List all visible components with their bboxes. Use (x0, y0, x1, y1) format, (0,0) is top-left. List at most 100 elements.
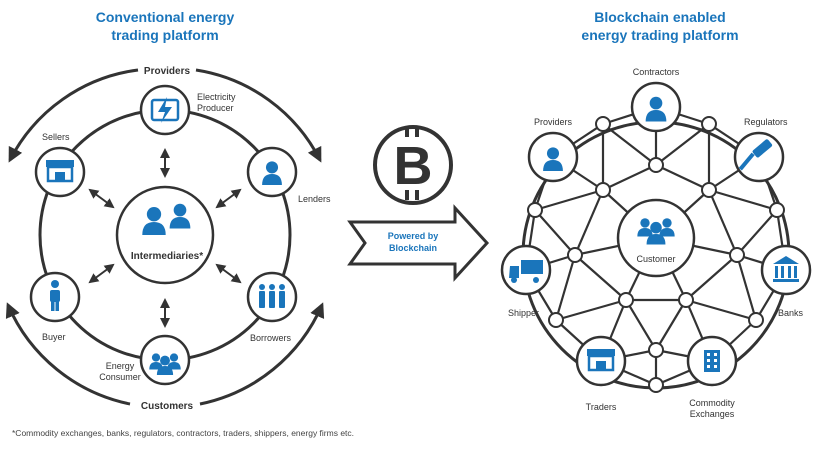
svg-text:B: B (394, 136, 433, 196)
traders-node: Traders (575, 335, 627, 412)
transition: B Powered by Blockchain (347, 125, 490, 282)
junction-node (769, 202, 785, 218)
gavel-icon (738, 139, 773, 171)
junction-node (648, 377, 664, 393)
junction-node (678, 292, 694, 308)
blockchain-title-line2: energy trading platform (581, 27, 739, 43)
arrow-buyer-center (88, 263, 115, 284)
buyer-person-icon (50, 280, 60, 311)
mesh-link (574, 254, 627, 301)
conventional-platform-title: Conventional energy trading platform (40, 8, 290, 44)
junction-node (595, 116, 611, 132)
mesh-link (534, 209, 576, 256)
lenders-node: Lenders (246, 146, 331, 204)
sellers-node: Sellers (34, 132, 86, 198)
energy-consumer-label-2: Consumer (99, 372, 141, 382)
conventional-title-line1: Conventional energy (95, 9, 235, 25)
electricity-producer-label-1: Electricity (197, 92, 236, 102)
mesh-link (602, 164, 657, 191)
junction-node (729, 247, 745, 263)
customer-node: Customer (616, 198, 696, 278)
mesh-link (555, 298, 627, 322)
contractors-node: Contractors (630, 67, 682, 133)
junction-node (567, 247, 583, 263)
customers-arc-right (199, 302, 325, 406)
mesh-link (655, 164, 710, 191)
mesh-link (602, 123, 657, 166)
mesh-link (655, 123, 710, 166)
junction-node (648, 342, 664, 358)
mesh-link (736, 209, 778, 256)
intermediaries-label: Intermediaries* (131, 251, 203, 262)
footnote: *Commodity exchanges, banks, regulators,… (12, 428, 355, 438)
junction-node (595, 182, 611, 198)
customers-label: Customers (141, 401, 194, 412)
providers-node: Providers (527, 117, 579, 183)
mesh-link (708, 188, 778, 212)
borrowers-label: Borrowers (250, 333, 292, 343)
blockchain-title-line1: Blockchain enabled (594, 9, 726, 25)
truck-icon (509, 260, 543, 283)
junction-node (618, 292, 634, 308)
customers-arc-left (5, 302, 131, 406)
junction-node (548, 312, 564, 328)
intermediaries-node: Intermediaries* (115, 185, 215, 285)
mesh-link (735, 254, 758, 321)
regulators-node: Regulators (733, 117, 788, 183)
mesh-link (625, 299, 657, 351)
borrowers-group-icon (259, 284, 285, 308)
mesh-link (655, 299, 687, 351)
banks-label: Banks (778, 308, 804, 318)
mesh-link (534, 188, 604, 212)
junction-node (527, 202, 543, 218)
buyer-node: Buyer (29, 271, 81, 342)
mesh-link (554, 254, 577, 321)
providers-label: Providers (144, 66, 191, 77)
arrow-borrowers-center (215, 263, 242, 284)
arrow-label-1: Powered by (388, 231, 439, 241)
regulators-label: Regulators (744, 117, 788, 127)
customer-label: Customer (636, 254, 675, 264)
providers-arc-right (195, 68, 322, 163)
storefront-icon (46, 160, 74, 183)
borrowers-node: Borrowers (246, 271, 298, 343)
office-building-icon (704, 350, 720, 372)
junction-node (648, 157, 664, 173)
powered-by-blockchain-arrow (347, 204, 490, 282)
mesh-link (685, 298, 757, 322)
arrow-label-2: Blockchain (389, 243, 437, 253)
commodity-exchanges-label-1: Commodity (689, 398, 735, 408)
arrow-sellers-center (88, 188, 115, 209)
network-junctions (527, 116, 785, 393)
traders-label: Traders (586, 402, 617, 412)
conventional-diagram: Providers Customers Intermediaries* (5, 66, 331, 412)
blockchain-diagram: Customer Contractors Providers Regulator… (500, 67, 812, 419)
arrow-lenders-center (215, 188, 242, 209)
providers-label-right: Providers (534, 117, 573, 127)
bitcoin-icon: B (373, 125, 453, 205)
commodity-exchanges-label-2: Exchanges (690, 409, 735, 419)
shipper-node: Shipper (500, 244, 552, 318)
junction-node (701, 182, 717, 198)
electricity-producer-node: Electricity Producer (139, 84, 236, 136)
energy-consumer-node: Energy Consumer (99, 334, 191, 386)
providers-arc-left (8, 68, 139, 163)
commodity-exchanges-node: Commodity Exchanges (686, 335, 738, 419)
sellers-label: Sellers (42, 132, 70, 142)
lenders-label: Lenders (298, 194, 331, 204)
mesh-link (685, 254, 738, 301)
energy-consumer-label-1: Energy (106, 361, 135, 371)
conventional-title-line2: trading platform (111, 27, 219, 43)
bank-building-icon (773, 256, 799, 282)
banks-node: Banks (760, 244, 812, 318)
mesh-link (707, 189, 739, 256)
mesh-link (573, 189, 605, 256)
contractors-label: Contractors (633, 67, 680, 77)
shipper-label: Shipper (508, 308, 539, 318)
junction-node (748, 312, 764, 328)
buyer-label: Buyer (42, 332, 66, 342)
battery-bolt-icon (150, 97, 180, 123)
junction-node (701, 116, 717, 132)
storefront-icon-traders (587, 349, 615, 372)
